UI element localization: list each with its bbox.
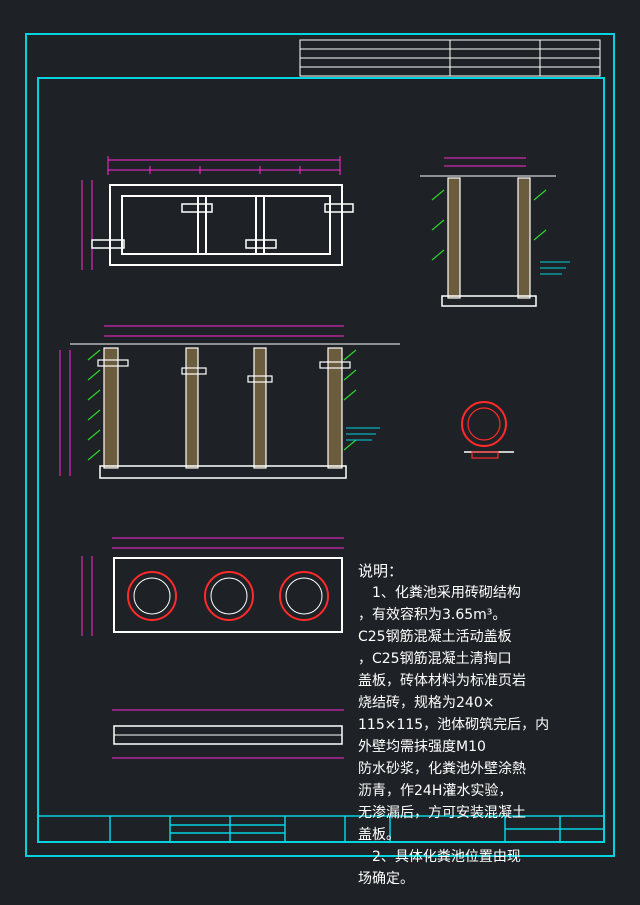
notes-line: C25钢筋混凝土活动盖板 xyxy=(358,629,512,645)
notes-line: 115×115，池体砌筑完后，内 xyxy=(358,717,550,733)
notes-title: 说明： xyxy=(358,562,404,580)
notes-line: 盖板，砖体材料为标准页岩 xyxy=(358,673,526,689)
side-section-view xyxy=(420,157,570,307)
cover-section-view xyxy=(112,709,344,759)
notes-line: 防水砂浆，化粪池外壁涂熱 xyxy=(358,761,526,777)
notes-line: 无渗漏后，方可安装混凝土 xyxy=(358,805,526,821)
cover-plan-view xyxy=(81,537,344,636)
outer-frame xyxy=(25,33,615,857)
section-view xyxy=(59,325,400,479)
manhole-cover-detail xyxy=(461,401,514,459)
notes-line: 盖板。 xyxy=(358,827,400,843)
title-block xyxy=(37,815,605,843)
notes-line: ，有效容积为3.65m³。 xyxy=(358,607,507,623)
notes-line: 沥青，作24H灌水实验， xyxy=(358,783,513,799)
notes-line: 2、具体化粪池位置由现 xyxy=(372,849,521,865)
notes-line: 1、化粪池采用砖砌结构 xyxy=(372,585,521,601)
design-notes: 说明： 1、化粪池采用砖砌结构 ，有效容积为3.65m³。 C25钢筋混凝土活动… xyxy=(358,560,588,890)
revision-table xyxy=(299,39,601,77)
notes-line: ，C25钢筋混凝土清掏口 xyxy=(358,651,512,667)
notes-line: 场确定。 xyxy=(358,871,414,887)
notes-line: 烧结砖，规格为240× xyxy=(358,695,495,711)
plan-view xyxy=(81,156,354,270)
notes-line: 外壁均需抹强度M10 xyxy=(358,739,486,755)
